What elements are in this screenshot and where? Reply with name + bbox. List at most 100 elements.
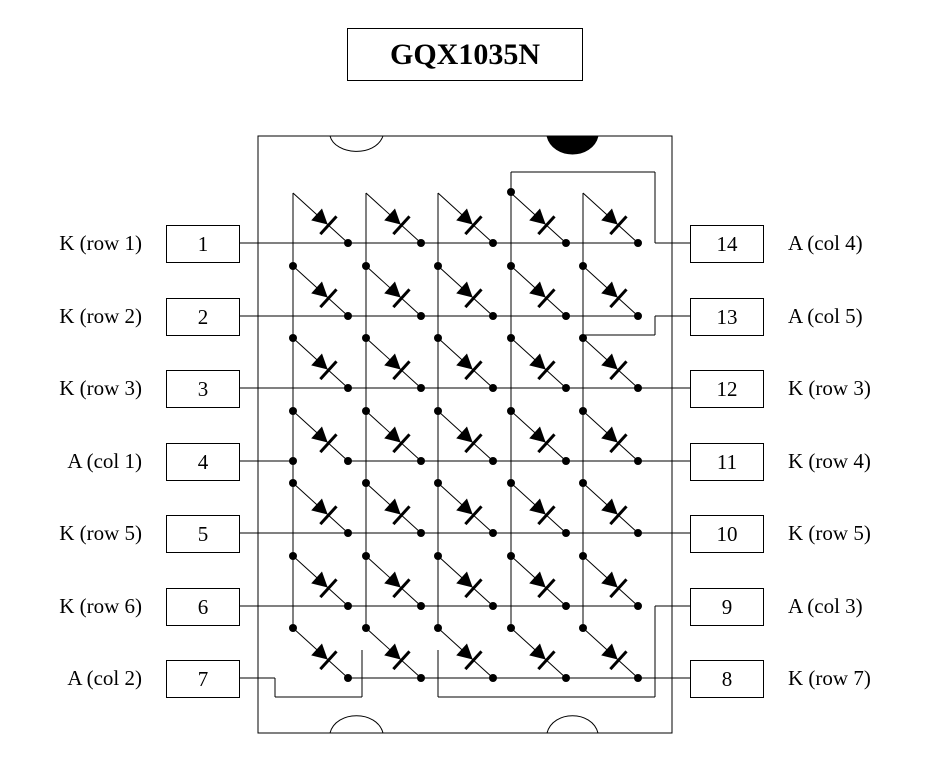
diode-triangle: [529, 426, 546, 443]
diode-triangle: [311, 426, 328, 443]
pin-3: 3: [166, 370, 240, 408]
diode-bar: [609, 433, 628, 454]
diode-triangle: [529, 353, 546, 370]
led-r6-c3: [456, 571, 483, 599]
bottom-left-notch: [329, 715, 384, 734]
diode-triangle: [529, 643, 546, 660]
diode-triangle: [601, 208, 618, 225]
pin-10-label: K (row 5): [788, 521, 871, 545]
anode-junction: [579, 334, 587, 342]
diode-triangle: [601, 426, 618, 443]
led-r2-c5: [601, 281, 628, 309]
pin-11-label: K (row 4): [788, 449, 871, 473]
diode-bar: [319, 650, 338, 671]
diode-bar: [392, 650, 411, 671]
led-r1-c1: [311, 208, 338, 236]
cathode-junction: [417, 239, 425, 247]
diode-bar: [392, 433, 411, 454]
led-r3-c4: [529, 353, 556, 381]
anode-junction: [362, 407, 370, 415]
led-r7-c3: [456, 643, 483, 671]
pin-14-label: A (col 4): [788, 231, 863, 255]
anode-junction: [362, 552, 370, 560]
anode-junction: [507, 334, 515, 342]
pin-7-label: A (col 2): [67, 666, 142, 690]
diode-triangle: [384, 498, 401, 515]
anode-junction: [507, 624, 515, 632]
anode-junction: [507, 188, 515, 196]
cathode-junction: [417, 529, 425, 537]
diode-triangle: [311, 281, 328, 298]
diode-bar: [537, 578, 556, 599]
diode-bar: [537, 215, 556, 236]
cathode-junction: [344, 312, 352, 320]
anode-junction: [434, 624, 442, 632]
anode-junction: [507, 262, 515, 270]
anode-junction: [362, 262, 370, 270]
cathode-junction: [344, 384, 352, 392]
top-left-notch: [329, 135, 384, 152]
led-r2-c1: [311, 281, 338, 309]
led-r4-c4: [529, 426, 556, 454]
led-r2-c2: [384, 281, 411, 309]
anode-junction: [507, 407, 515, 415]
led-r6-c5: [601, 571, 628, 599]
led-r5-c2: [384, 498, 411, 526]
cathode-junction: [634, 239, 642, 247]
anode-junction: [362, 479, 370, 487]
diode-triangle: [384, 571, 401, 588]
led-r5-c3: [456, 498, 483, 526]
pin-14: 14: [690, 225, 764, 263]
diode-triangle: [456, 426, 473, 443]
cathode-junction: [344, 529, 352, 537]
led-r2-c4: [529, 281, 556, 309]
cathode-junction: [562, 239, 570, 247]
cathode-junction: [417, 312, 425, 320]
diode-triangle: [456, 353, 473, 370]
cathode-junction: [562, 312, 570, 320]
diode-bar: [609, 505, 628, 526]
diode-bar: [464, 505, 483, 526]
junction-dots: [289, 188, 642, 682]
led-r1-c3: [456, 208, 483, 236]
pin-13-label: A (col 5): [788, 304, 863, 328]
pin-8: 8: [690, 660, 764, 698]
diode-bar: [537, 433, 556, 454]
anode-junction: [289, 457, 297, 465]
led-r4-c1: [311, 426, 338, 454]
cathode-junction: [634, 457, 642, 465]
diode-bar: [319, 360, 338, 381]
led-r5-c1: [311, 498, 338, 526]
cathode-junction: [562, 674, 570, 682]
cathode-junction: [562, 384, 570, 392]
anode-junction: [579, 407, 587, 415]
cathode-junction: [489, 602, 497, 610]
led-grid: [311, 208, 628, 671]
led-r5-c5: [601, 498, 628, 526]
anode-junction: [434, 262, 442, 270]
led-r1-c2: [384, 208, 411, 236]
diode-triangle: [456, 643, 473, 660]
diode-bar: [464, 578, 483, 599]
anode-junction: [507, 552, 515, 560]
cathode-junction: [489, 384, 497, 392]
diode-bar: [464, 288, 483, 309]
anode-junction: [289, 552, 297, 560]
diode-bar: [319, 215, 338, 236]
anode-junction: [434, 552, 442, 560]
diode-bar: [392, 215, 411, 236]
pin-4-label: A (col 1): [67, 449, 142, 473]
led-r7-c5: [601, 643, 628, 671]
diode-bar: [537, 650, 556, 671]
pin-8-label: K (row 7): [788, 666, 871, 690]
diode-bar: [392, 505, 411, 526]
anode-junction: [289, 407, 297, 415]
diode-bar: [464, 360, 483, 381]
diode-bar: [319, 288, 338, 309]
pin-2: 2: [166, 298, 240, 336]
led-r4-c3: [456, 426, 483, 454]
diode-triangle: [601, 571, 618, 588]
diode-triangle: [384, 281, 401, 298]
part-title: GQX1035N: [347, 28, 583, 81]
